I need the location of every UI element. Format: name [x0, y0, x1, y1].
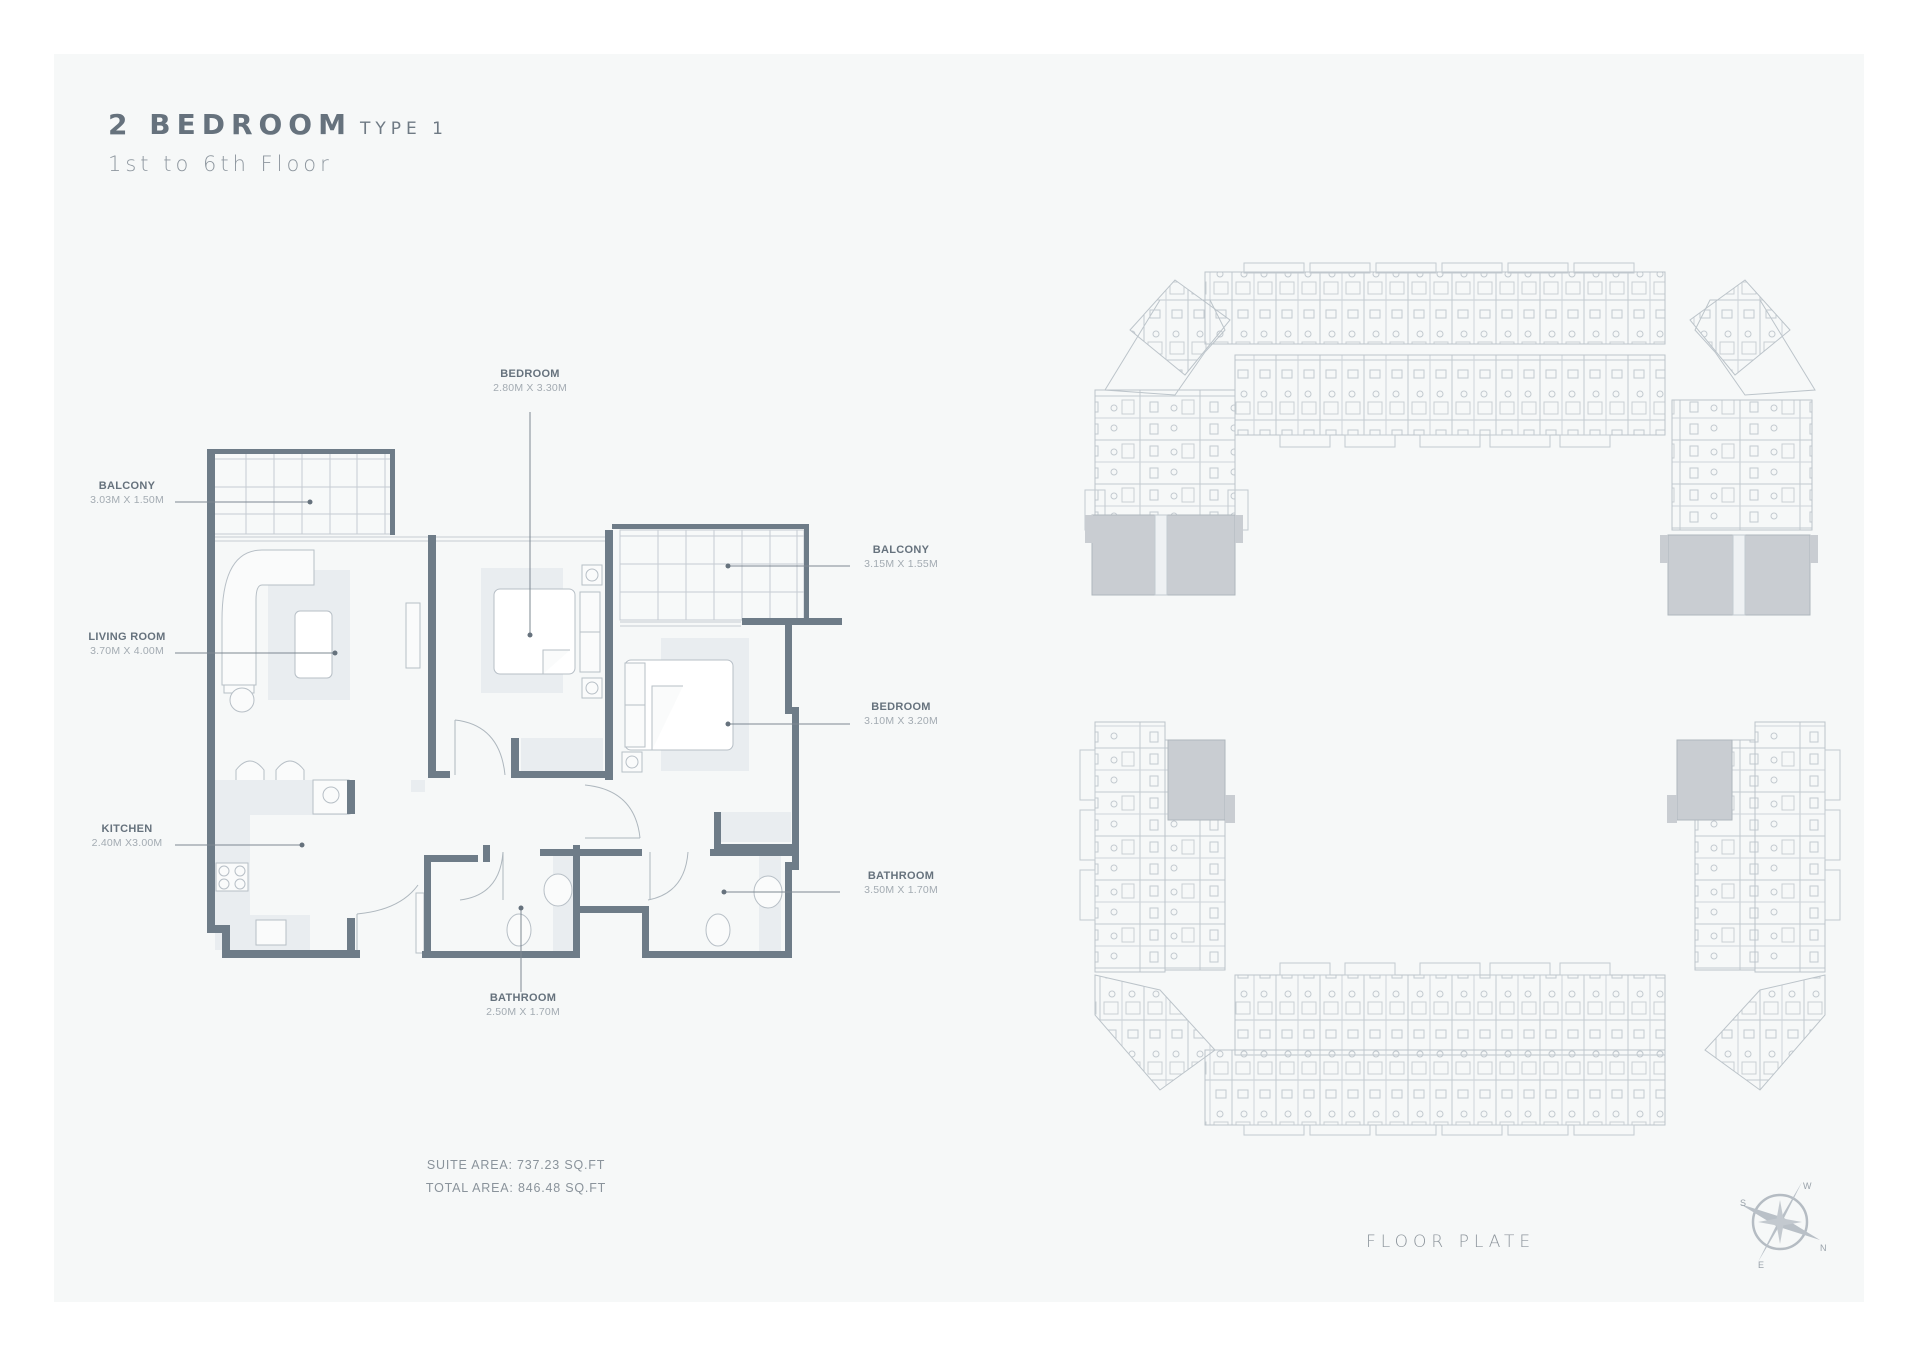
floor-plate-left-bottom [1079, 721, 1235, 1091]
floor-plate-top-wing [1204, 262, 1666, 448]
unit-type-title: 2 BEDROOM [108, 108, 352, 141]
floor-plate-left-top [1084, 279, 1249, 596]
unit-type-variant: TYPE 1 [359, 119, 448, 139]
floor-plate-bottom-wing [1204, 962, 1666, 1136]
compass-n: N [1820, 1243, 1827, 1253]
compass-s: S [1740, 1198, 1747, 1208]
door-swings [356, 719, 689, 955]
compass-rose-icon [1740, 1182, 1820, 1262]
leader-lines [175, 412, 850, 992]
floor-plate-right-bottom [1667, 721, 1841, 1091]
floor-range: 1st to 6th Floor [108, 152, 333, 176]
balcony-tiles-right [619, 529, 805, 621]
page-title: 2 BEDROOM TYPE 1 [108, 108, 448, 141]
furniture [215, 549, 783, 954]
suite-area: SUITE AREA: 737.23 SQ.FT [426, 1158, 606, 1172]
compass-e: E [1758, 1260, 1765, 1270]
compass-w: W [1803, 1181, 1812, 1191]
leader-dots [299, 499, 731, 911]
floor-plate-right-top [1660, 279, 1818, 616]
floor-plate-label: FLOOR PLATE [1366, 1232, 1536, 1252]
walls [207, 449, 842, 958]
total-area: TOTAL AREA: 846.48 SQ.FT [425, 1181, 607, 1195]
